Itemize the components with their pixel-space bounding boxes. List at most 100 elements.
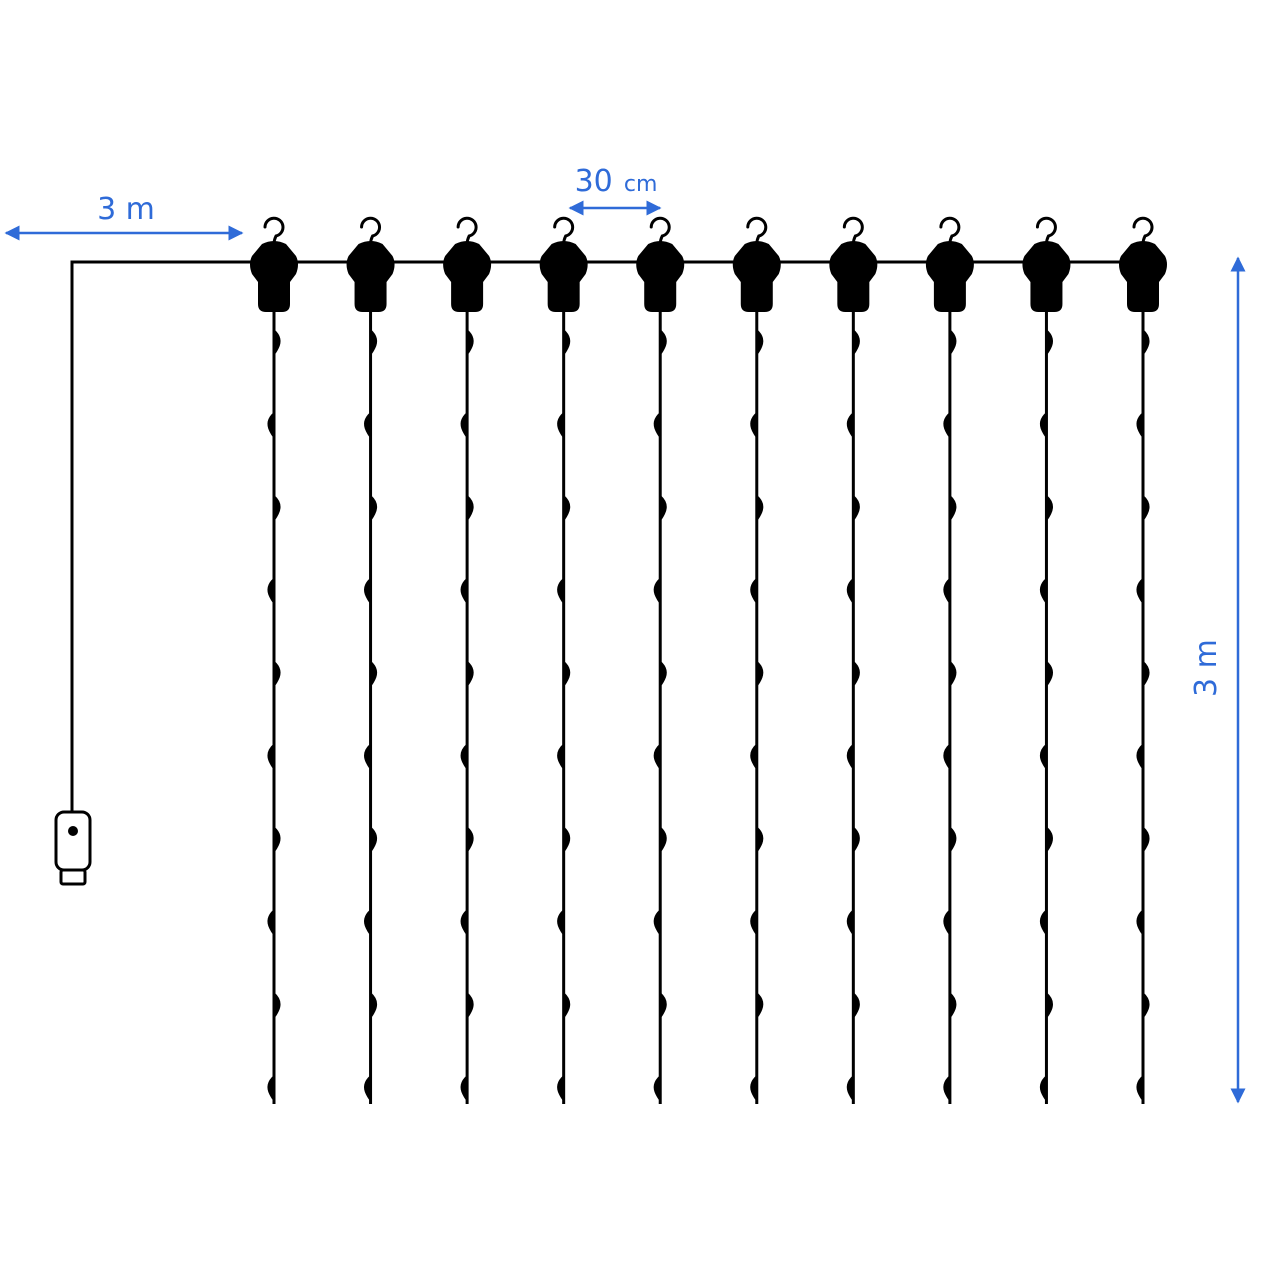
led-bulb-icon <box>1039 1075 1048 1101</box>
led-bulb-icon <box>846 577 855 604</box>
led-bulb-icon <box>846 1075 855 1101</box>
connector <box>250 241 298 312</box>
led-bulb-icon <box>949 495 957 521</box>
connector <box>1022 241 1071 312</box>
led-bulb-icon <box>756 329 764 355</box>
led-bulb-icon <box>846 909 855 935</box>
led-bulb-icon <box>852 329 860 355</box>
led-bulb-icon <box>1045 826 1053 853</box>
led-bulb-icon <box>466 329 474 355</box>
led-bulb-icon <box>659 329 667 355</box>
led-bulb-icon <box>267 743 275 770</box>
light-strands <box>250 216 1167 1104</box>
led-bulb-icon <box>273 826 281 853</box>
hook-icon <box>746 216 768 246</box>
led-bulb-icon <box>943 412 951 438</box>
led-bulb-icon <box>1142 660 1150 687</box>
strand-spacing-label: 30 cm <box>575 164 658 199</box>
connector <box>539 241 588 312</box>
led-bulb-icon <box>943 1075 951 1101</box>
led-bulb-icon <box>750 909 758 935</box>
led-bulb-icon <box>659 495 667 521</box>
led-bulb-icon <box>1045 495 1053 521</box>
led-bulb-icon <box>562 992 571 1018</box>
led-bulb-icon <box>557 909 565 935</box>
led-bulb-icon <box>460 412 468 438</box>
led-bulb-icon <box>267 909 275 935</box>
led-bulb-icon <box>1136 577 1144 604</box>
hook-icon <box>1132 216 1154 246</box>
hook-icon <box>456 216 478 246</box>
led-bulb-icon <box>562 329 571 355</box>
led-bulb-icon <box>750 1075 758 1101</box>
led-bulb-icon <box>943 577 951 604</box>
strand-spacing-number: 30 <box>575 164 613 199</box>
led-bulb-icon <box>852 826 860 853</box>
connector <box>1119 241 1167 312</box>
led-bulb-icon <box>369 495 378 521</box>
led-bulb-icon <box>852 495 860 521</box>
led-bulb-icon <box>756 495 764 521</box>
hook-icon <box>263 216 285 246</box>
led-bulb-icon <box>1142 992 1150 1018</box>
strand <box>829 216 878 1104</box>
led-bulb-icon <box>852 992 860 1018</box>
strand <box>1022 216 1071 1104</box>
led-bulb-icon <box>267 412 275 438</box>
led-bulb-icon <box>750 577 758 604</box>
led-bulb-icon <box>1045 992 1053 1018</box>
led-bulb-icon <box>659 826 667 853</box>
led-bulb-icon <box>364 1075 372 1101</box>
led-bulb-icon <box>369 826 378 853</box>
led-bulb-icon <box>460 909 468 935</box>
led-bulb-icon <box>460 577 468 604</box>
led-bulb-icon <box>369 992 378 1018</box>
led-bulb-icon <box>273 660 281 687</box>
led-bulb-icon <box>1136 412 1144 438</box>
connector <box>925 241 974 312</box>
led-bulb-icon <box>369 660 378 687</box>
strand <box>1119 216 1167 1104</box>
led-bulb-icon <box>653 909 661 935</box>
connector <box>346 241 395 312</box>
hook-icon <box>939 216 961 246</box>
led-bulb-icon <box>943 909 951 935</box>
led-bulb-icon <box>1142 826 1150 853</box>
led-bulb-icon <box>1045 329 1053 355</box>
led-bulb-icon <box>562 660 571 687</box>
led-bulb-icon <box>846 412 855 438</box>
led-bulb-icon <box>466 992 474 1018</box>
led-bulb-icon <box>659 992 667 1018</box>
led-bulb-icon <box>653 577 661 604</box>
led-bulb-icon <box>852 660 860 687</box>
hook-icon <box>842 216 864 246</box>
led-bulb-icon <box>659 660 667 687</box>
drop-length-label: 3 m <box>1189 639 1224 697</box>
led-bulb-icon <box>1039 412 1048 438</box>
led-bulb-icon <box>943 743 951 770</box>
hook-icon <box>553 216 575 246</box>
led-bulb-icon <box>557 577 565 604</box>
connector <box>732 241 781 312</box>
strand <box>346 216 395 1104</box>
led-bulb-icon <box>557 743 565 770</box>
strand <box>250 216 298 1104</box>
led-bulb-icon <box>653 743 661 770</box>
led-bulb-icon <box>466 660 474 687</box>
usb-plug-icon <box>54 800 92 886</box>
strand <box>925 216 974 1104</box>
led-bulb-icon <box>1136 1075 1144 1101</box>
led-bulb-icon <box>562 495 571 521</box>
main-wire <box>70 260 1143 800</box>
led-bulb-icon <box>557 412 565 438</box>
led-bulb-icon <box>273 495 281 521</box>
led-bulb-icon <box>267 577 275 604</box>
connector <box>636 241 685 312</box>
strand <box>539 216 588 1104</box>
led-bulb-icon <box>267 1075 275 1101</box>
led-bulb-icon <box>466 826 474 853</box>
led-bulb-icon <box>750 412 758 438</box>
connector <box>443 241 492 312</box>
led-bulb-icon <box>364 577 372 604</box>
led-bulb-icon <box>273 329 281 355</box>
